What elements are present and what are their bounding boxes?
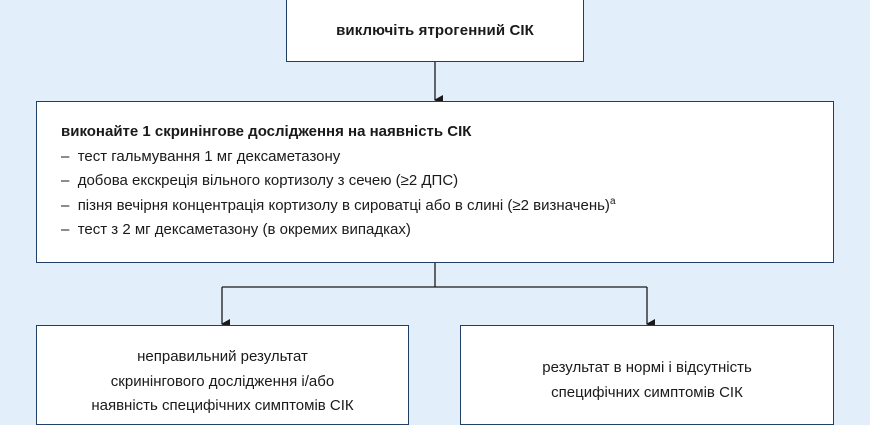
- footnote-marker: а: [609, 195, 616, 207]
- screening-item-late-night-cortisol: пізня вечірня концентрація кортизолу в с…: [61, 194, 833, 219]
- screening-item-dex-1mg: тест гальмування 1 мг дексаметазону: [61, 145, 833, 170]
- outcome-abnormal: неправильний результат скринінгового дос…: [36, 325, 409, 425]
- screening-item-urine-cortisol: добова екскреція вільного кортизолу з се…: [61, 169, 833, 194]
- outcome-normal-line: результат в нормі і відсутність: [542, 359, 752, 376]
- step-exclude-iatrogenic: виключіть ятрогенний СІК: [286, 0, 584, 62]
- outcome-normal-line: специфічних симптомів СІК: [551, 383, 743, 401]
- step-exclude-iatrogenic-text: виключіть ятрогенний СІК: [336, 21, 534, 39]
- outcome-normal: результат в нормі і відсутність специфіч…: [460, 325, 834, 425]
- outcome-abnormal-line: неправильний результат: [137, 348, 308, 365]
- screening-item-dex-2mg: тест з 2 мг дексаметазону (в окремих вип…: [61, 218, 833, 243]
- step-screening-tests: виконайте 1 скринінгове дослідження на н…: [36, 101, 834, 263]
- outcome-abnormal-line: наявність специфічних симптомів СІК: [91, 397, 354, 414]
- screening-heading: виконайте 1 скринінгове дослідження на н…: [61, 123, 472, 140]
- outcome-abnormal-line: скринінгового дослідження і/або: [110, 372, 335, 390]
